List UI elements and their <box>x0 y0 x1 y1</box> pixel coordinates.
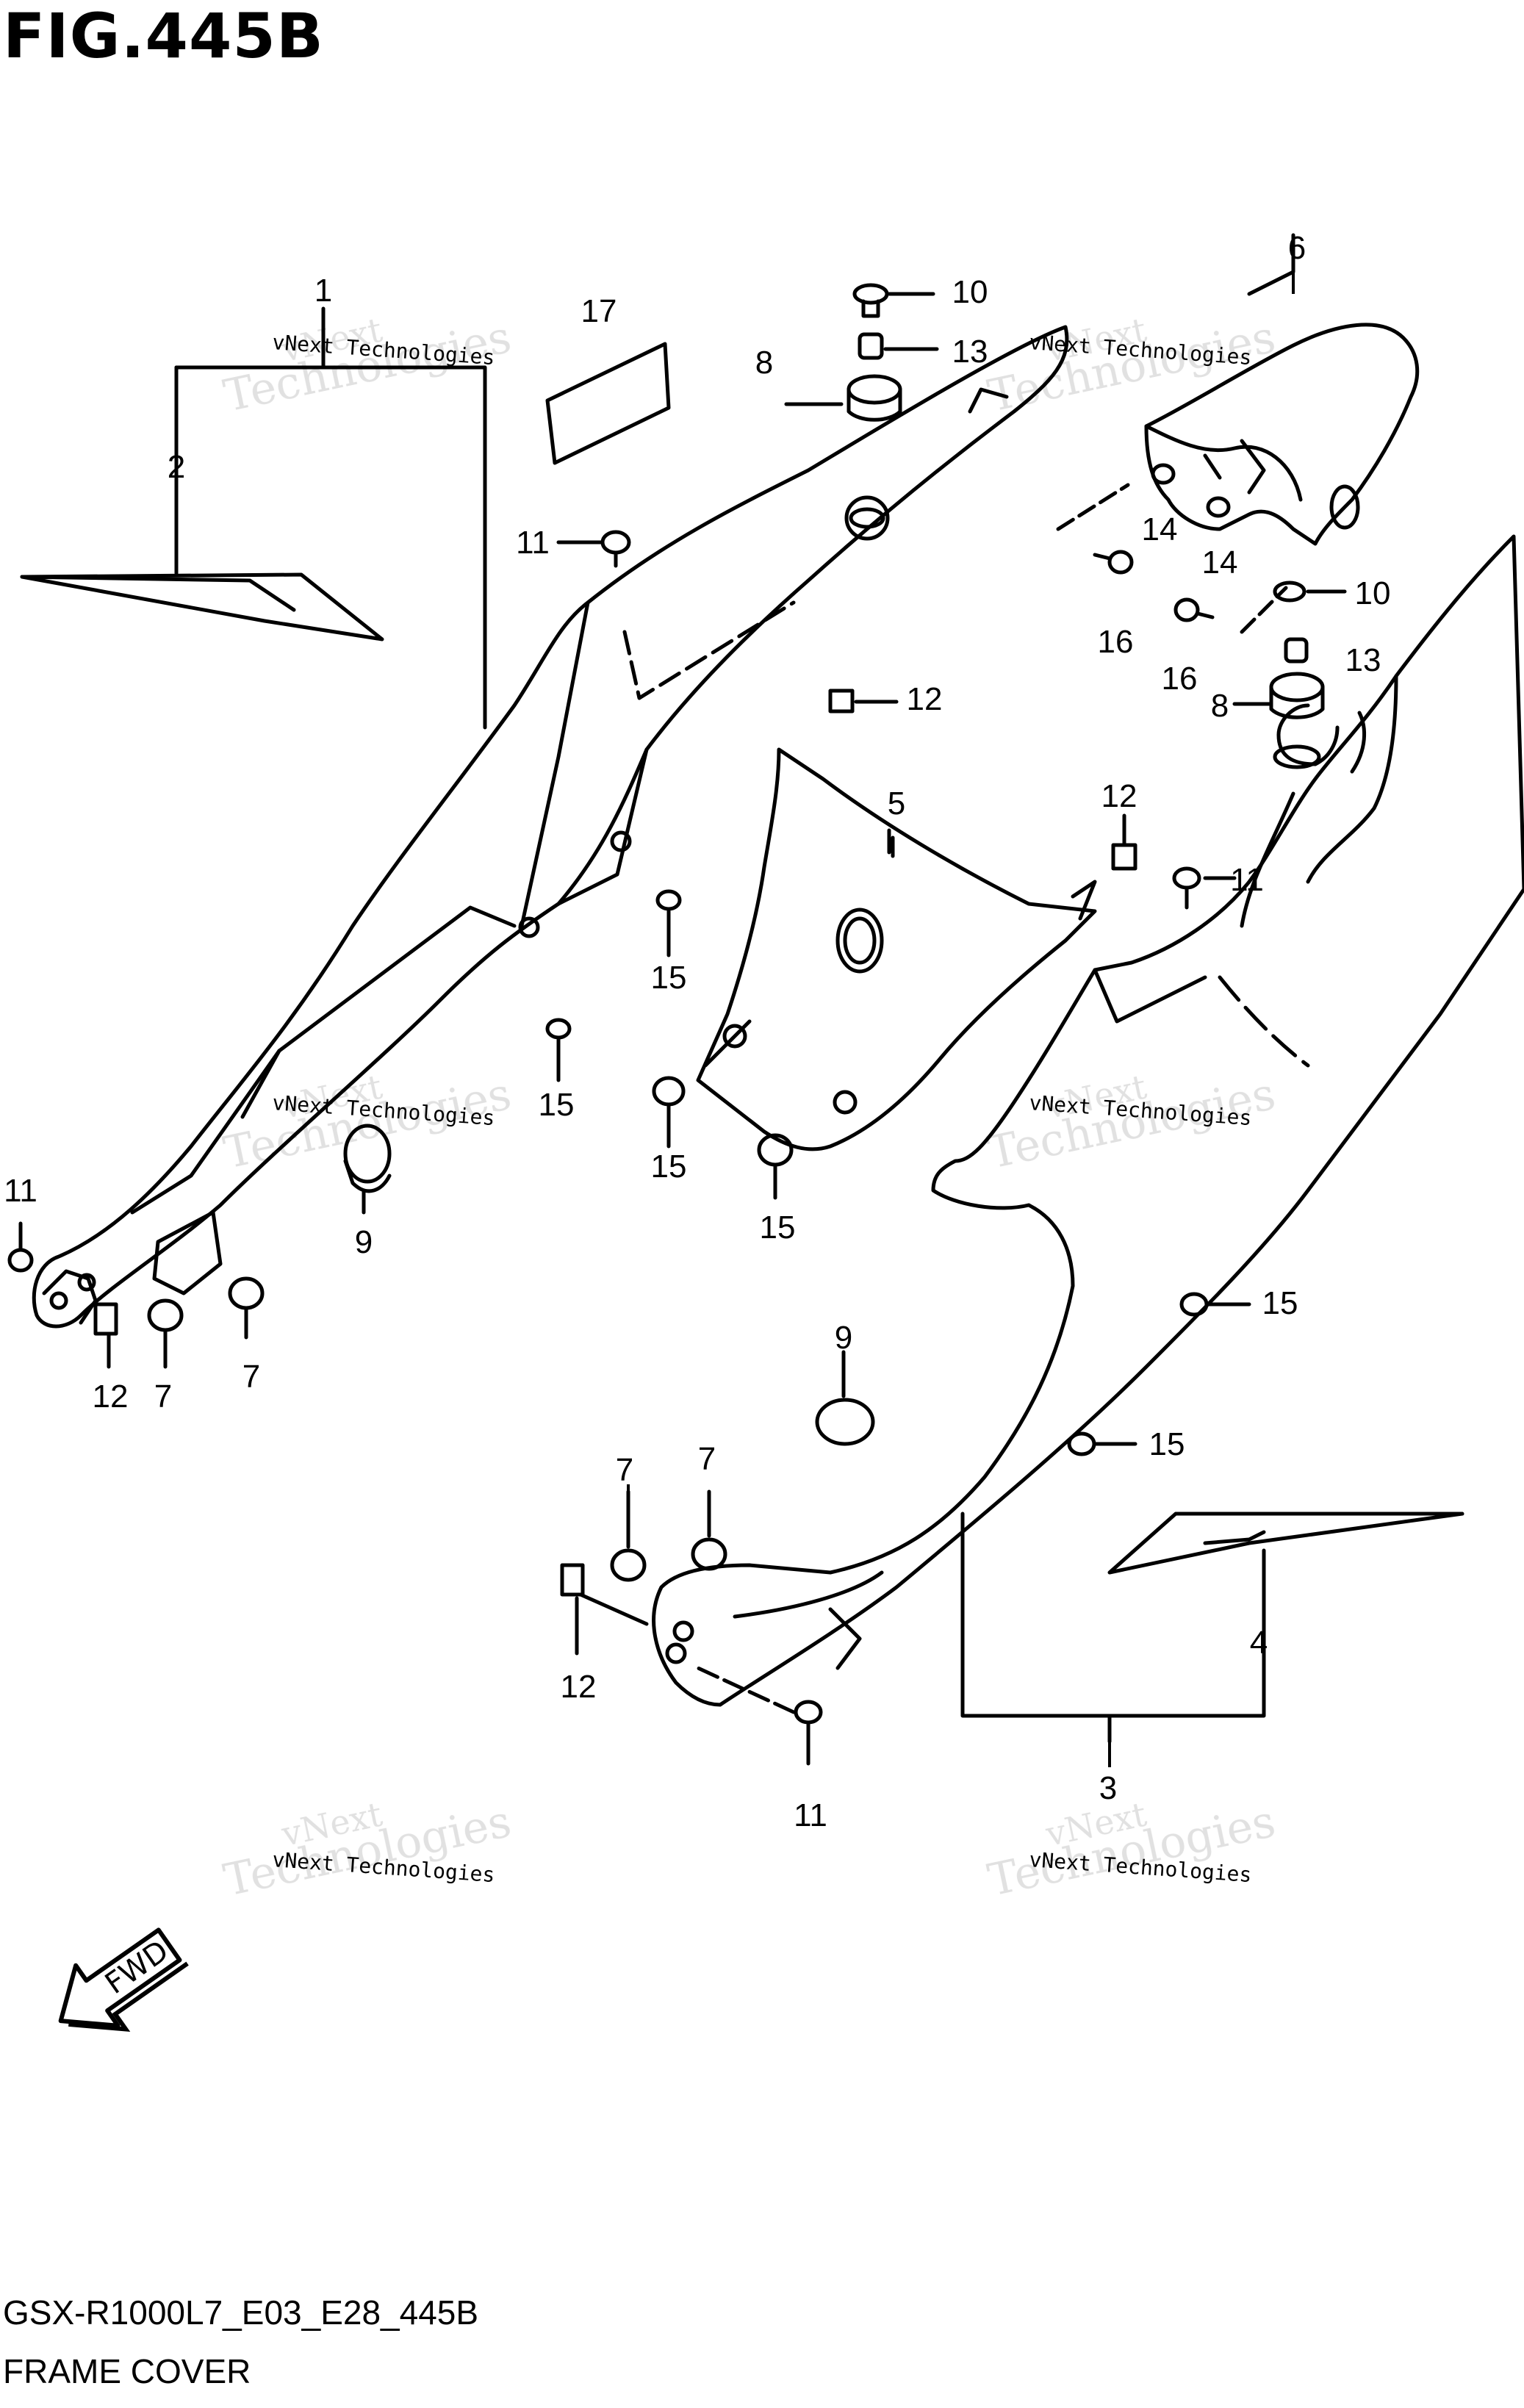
callout-7: 7 <box>242 1359 260 1395</box>
cushion-7-d <box>691 1489 727 1571</box>
callout-7: 7 <box>698 1441 716 1477</box>
callout-11: 11 <box>1230 862 1264 898</box>
callout-15: 15 <box>651 960 687 996</box>
clip-15-e <box>1179 1292 1251 1317</box>
callout-11: 11 <box>4 1173 37 1209</box>
grommet-9-right <box>815 1350 875 1446</box>
callout-6: 6 <box>1288 230 1306 266</box>
callout-12: 12 <box>561 1669 597 1705</box>
grommet-9-left <box>343 1124 392 1215</box>
tail-cover-part-6 <box>1144 323 1420 546</box>
figure-caption: FRAME COVER <box>3 2352 251 2390</box>
callout-14: 14 <box>1142 511 1178 547</box>
callout-9: 9 <box>355 1224 373 1260</box>
clip-15-a <box>655 889 682 957</box>
callout-1: 1 <box>314 273 332 309</box>
pad-part-17 <box>545 342 671 465</box>
fwd-arrow-icon: FWD <box>58 1927 189 2032</box>
clip-15-c <box>652 1076 686 1149</box>
bracket-left <box>152 1210 223 1295</box>
center-cover-grommet-hole <box>835 908 884 974</box>
bolt-16-a <box>1056 483 1134 575</box>
cushion-7-c <box>610 1489 647 1582</box>
callout-11: 11 <box>516 525 550 561</box>
grommet-8-top <box>784 374 902 422</box>
model-code: GSX-R1000L7_E03_E28_445B <box>3 2293 479 2332</box>
collar-13-top <box>858 332 939 360</box>
screw-10-top <box>852 283 935 318</box>
callout-13: 13 <box>952 334 988 370</box>
callout-15: 15 <box>539 1087 575 1123</box>
callout-12: 12 <box>907 681 943 717</box>
callout-9: 9 <box>835 1320 852 1356</box>
clip-15-f <box>1067 1431 1137 1456</box>
callout-8: 8 <box>755 345 773 381</box>
center-cover-part-5 <box>696 747 1097 1151</box>
callout-8: 8 <box>1211 688 1229 724</box>
frame-cover-left <box>32 325 1069 1329</box>
callout-15: 15 <box>760 1210 796 1246</box>
callout-10: 10 <box>1355 575 1391 611</box>
clip-15-d <box>757 1133 794 1200</box>
callout-15: 15 <box>1149 1426 1185 1462</box>
callout-10: 10 <box>952 274 988 310</box>
callout-12: 12 <box>93 1379 129 1415</box>
clip-12-c <box>93 1302 118 1369</box>
callout-7: 7 <box>616 1452 633 1488</box>
grommet-seat <box>1273 744 1321 769</box>
cushion-7-b <box>228 1276 265 1340</box>
callout-13: 13 <box>1345 642 1381 678</box>
callout-16: 16 <box>1098 624 1134 660</box>
callout-labels: 1 2 17 10 13 8 11 6 14 14 16 16 10 13 8 … <box>4 230 1390 1833</box>
clip-12-d <box>560 1563 649 1656</box>
callout-2: 2 <box>168 449 185 485</box>
callout-5: 5 <box>888 786 905 822</box>
watermark-small-group: vNext Technologies vNext Technologies vN… <box>272 330 1253 1887</box>
screw-11-a <box>556 530 631 568</box>
emblem-left-part-2 <box>20 572 384 641</box>
collar-13-right <box>1284 637 1309 664</box>
clip-12-b <box>1111 813 1137 871</box>
grommet-8-right <box>1232 672 1325 719</box>
figure-title: FIG.445B <box>3 0 324 72</box>
screw-11-c <box>7 1221 34 1273</box>
callout-3: 3 <box>1099 1770 1117 1806</box>
callout-15: 15 <box>651 1149 687 1185</box>
cushion-14-a <box>1151 463 1176 485</box>
cushion-14-b <box>1206 496 1231 518</box>
watermark-group: vNext Technologies vNext Technologies vN… <box>220 310 1280 1907</box>
cushion-7-a <box>147 1298 184 1369</box>
clip-15-b <box>545 1018 572 1082</box>
callout-14: 14 <box>1202 545 1238 581</box>
screw-11-d <box>696 1666 823 1766</box>
clip-12-a <box>828 689 899 714</box>
callout-12: 12 <box>1101 778 1137 814</box>
callout-16: 16 <box>1162 661 1198 697</box>
bolt-16-b <box>1173 586 1288 634</box>
screw-10-right <box>1273 581 1347 603</box>
callout-15: 15 <box>1262 1285 1298 1321</box>
emblem-right-part-4 <box>1107 1512 1464 1575</box>
frame-cover-right <box>652 534 1524 1707</box>
callout-11: 11 <box>794 1797 827 1833</box>
callout-17: 17 <box>581 293 617 329</box>
callout-7: 7 <box>154 1379 172 1415</box>
screw-11-b <box>1172 866 1237 910</box>
